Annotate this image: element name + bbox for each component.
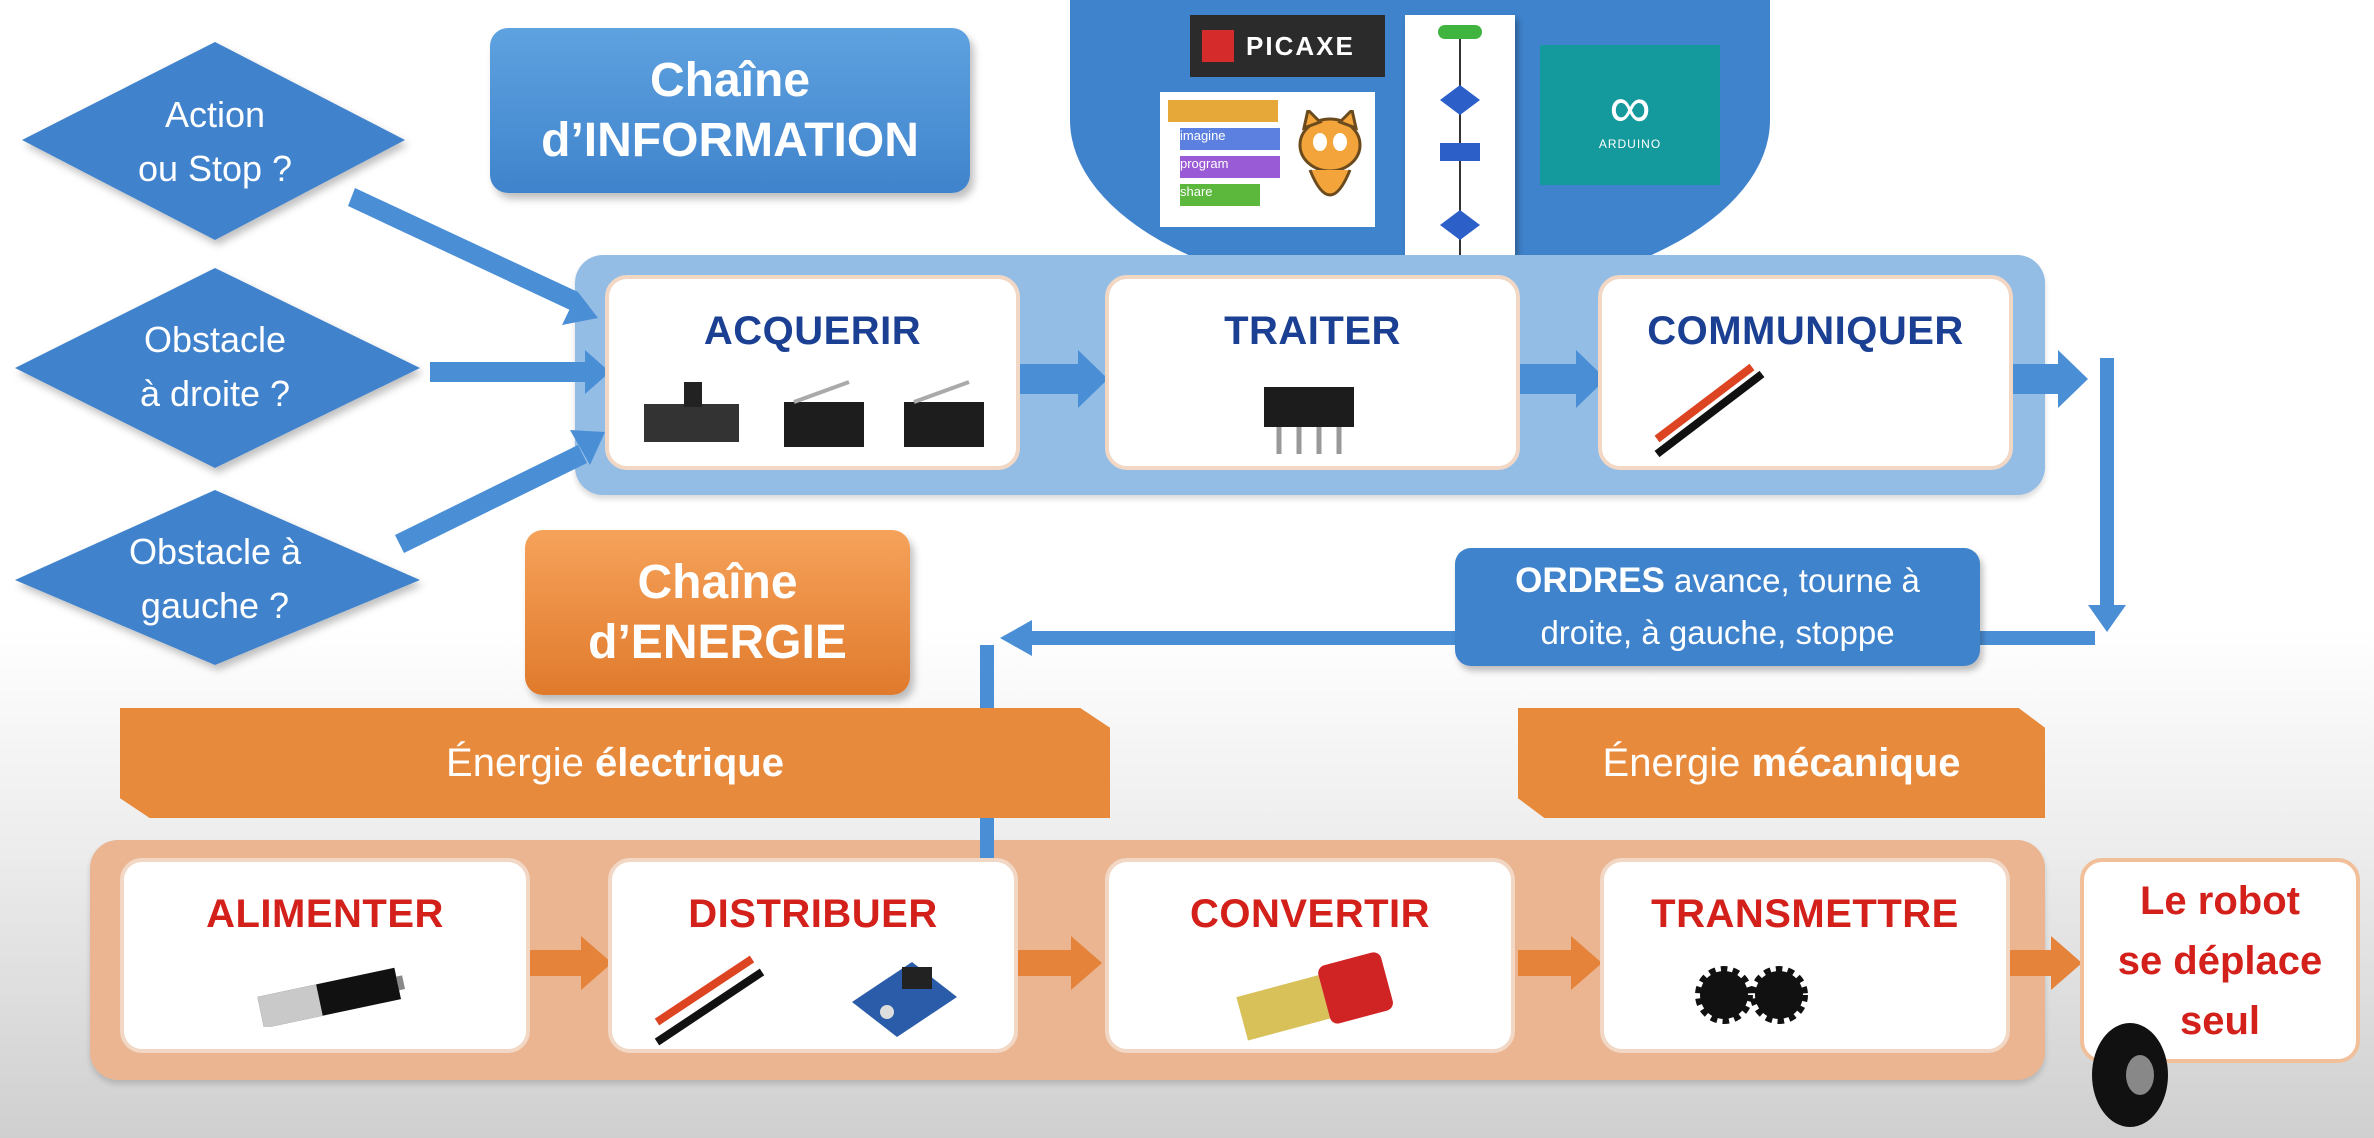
sensor-switches-image (634, 374, 1004, 459)
flow-arrow (528, 950, 583, 976)
flow-arrow (2088, 605, 2126, 632)
gears-icon (1694, 957, 1814, 1032)
picaxe-logo: PICAXE (1190, 15, 1385, 77)
motor-driver-board-image (842, 942, 962, 1042)
battery-image (249, 967, 409, 1029)
wires-image (652, 947, 772, 1047)
chaine-information-title: Chaîne d’INFORMATION (490, 28, 970, 193)
box-acquerir: ACQUERIR (605, 275, 1020, 470)
flow-arrow (2058, 350, 2088, 408)
arduino-logo: ∞ ARDUINO (1540, 45, 1720, 185)
box-distribuer: DISTRIBUER (608, 858, 1018, 1053)
scratch-block: imagine (1180, 128, 1280, 150)
scratch-cat-icon (1290, 107, 1370, 220)
input-arrow (585, 350, 610, 394)
ordres-label: ORDRES avance, tourne à droite, à gauche… (1455, 548, 1980, 666)
input-arrow (430, 362, 585, 382)
flow-arrow (2100, 358, 2114, 608)
input-obstacle-gauche: Obstacle à gauche ? (128, 531, 302, 626)
picaxe-icon (1202, 30, 1234, 62)
flow-arrow (1020, 364, 1080, 394)
box-transmettre: TRANSMETTRE (1600, 858, 2010, 1053)
energie-electrique-label: Énergie électrique (120, 708, 1110, 818)
flow-arrow (2051, 936, 2082, 990)
scratch-block: program (1180, 156, 1280, 178)
flow-arrow (1071, 936, 1102, 990)
input-diamond (15, 268, 420, 468)
flow-arrow (2008, 950, 2053, 976)
scratch-program-image: imagine program share (1160, 92, 1375, 227)
wires-image (1652, 359, 1772, 459)
flow-arrow (2010, 364, 2060, 394)
box-traiter: TRAITER (1105, 275, 1520, 470)
flow-arrow (1018, 950, 1073, 976)
infinity-icon: ∞ (1609, 75, 1651, 140)
flowchart-image (1405, 15, 1515, 300)
scratch-block: share (1180, 184, 1260, 206)
input-diamond (15, 490, 420, 665)
flow-arrow (581, 936, 612, 990)
input-arrow (395, 445, 587, 553)
box-convertir: CONVERTIR (1105, 858, 1515, 1053)
flow-arrow (1000, 620, 1032, 656)
input-arrow (562, 292, 598, 325)
energie-mecanique-label: Énergie mécanique (1518, 708, 2045, 818)
flow-arrow (1571, 936, 1602, 990)
flow-arrow (1518, 364, 1578, 394)
microcontroller-chip-image (1249, 369, 1369, 459)
input-diamond (22, 42, 405, 240)
gear-motor-image (1229, 947, 1399, 1047)
input-action-stop: Action ou Stop ? (137, 94, 293, 189)
scratch-block (1168, 100, 1278, 122)
wheel-image (2085, 1018, 2175, 1133)
box-communiquer: COMMUNIQUER (1598, 275, 2013, 470)
chaine-energie-title: Chaîne d’ENERGIE (525, 530, 910, 695)
input-obstacle-droite: Obstacle à droite ? (139, 319, 291, 414)
flow-arrow (1078, 350, 1108, 408)
box-alimenter: ALIMENTER (120, 858, 530, 1053)
input-arrow (570, 430, 605, 465)
flow-arrow (1518, 950, 1573, 976)
input-arrow (348, 188, 578, 310)
flow-arrow (1576, 350, 1606, 408)
